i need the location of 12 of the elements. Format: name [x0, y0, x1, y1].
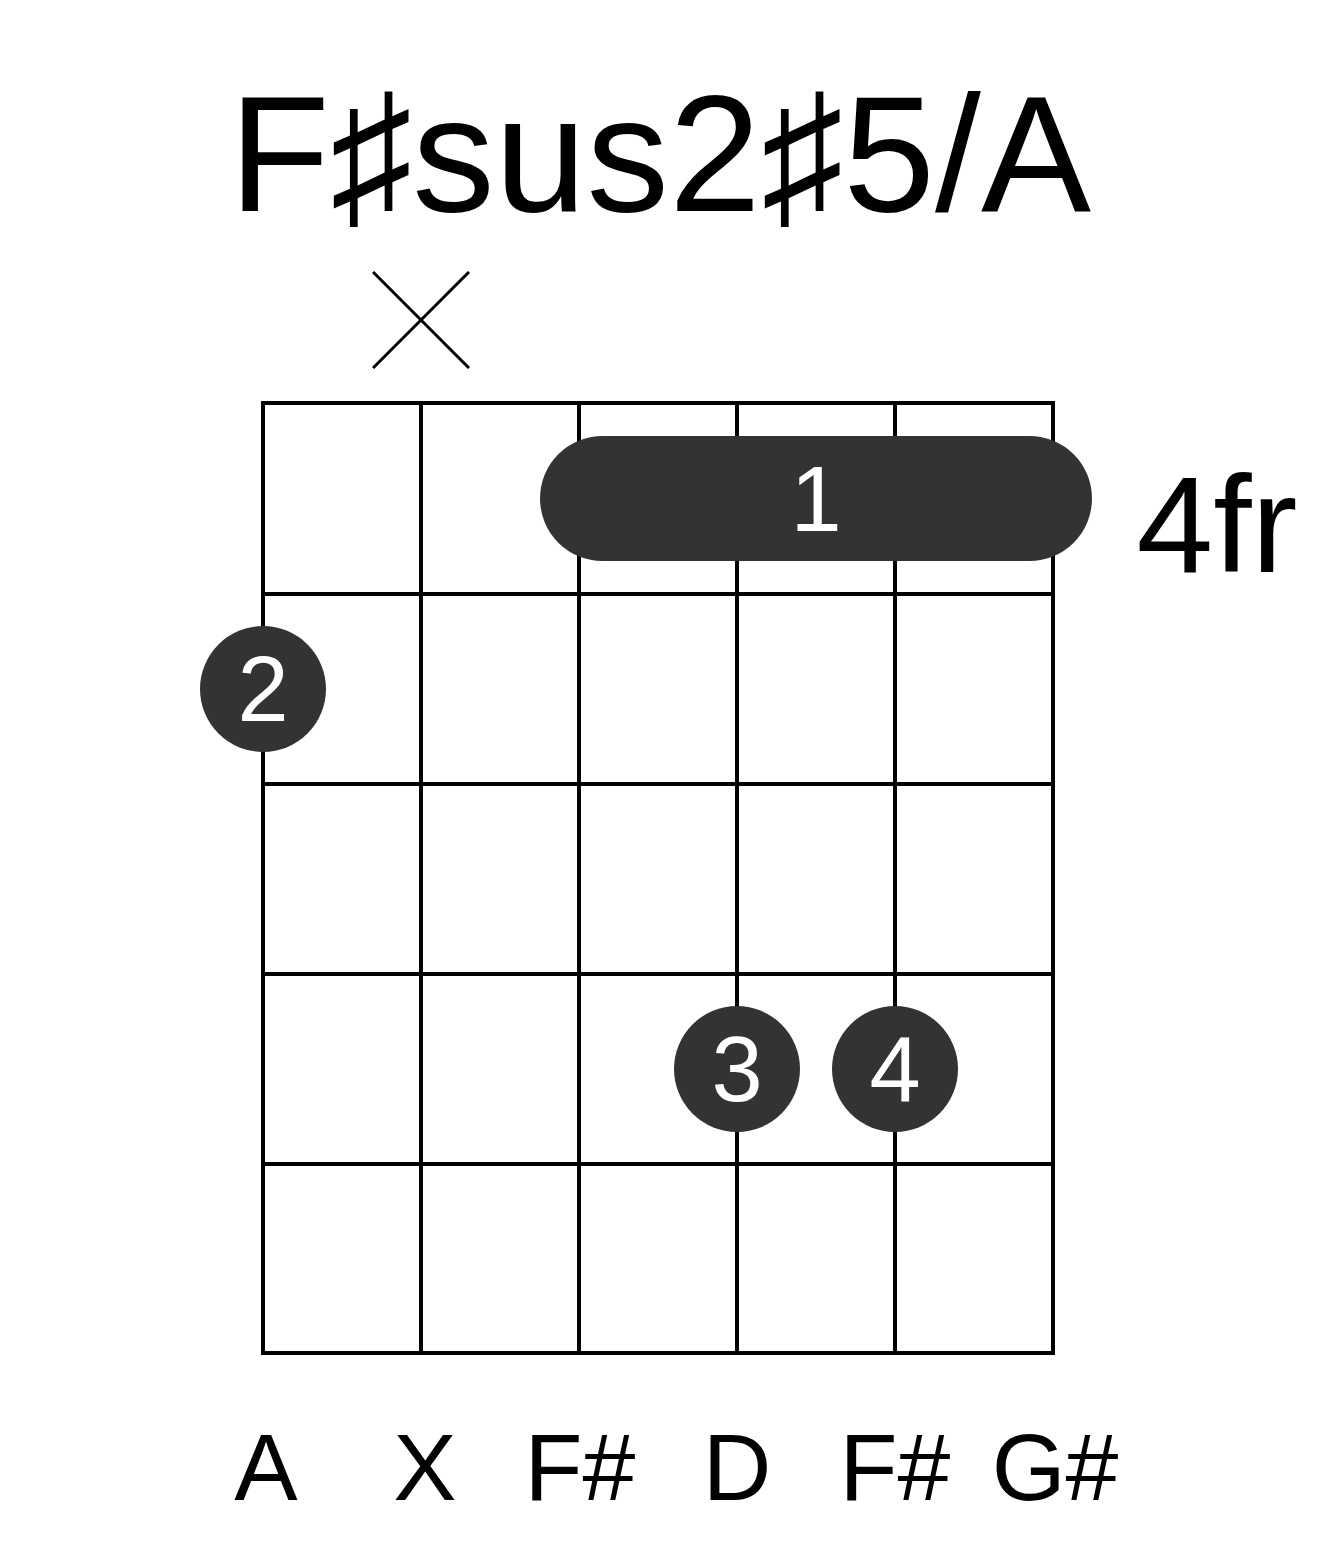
finger-dot: 2 — [200, 626, 326, 752]
barre-bar: 1 — [540, 436, 1092, 561]
string-note: A — [234, 1420, 298, 1515]
finger-dot: 3 — [674, 1006, 800, 1132]
string-note: F# — [839, 1420, 951, 1515]
chord-title: F♯sus2♯5/A — [229, 72, 1091, 237]
string-note: D — [702, 1420, 772, 1515]
string-note: F# — [524, 1420, 636, 1515]
finger-dot: 4 — [832, 1006, 958, 1132]
fret-number: 4fr — [1136, 455, 1298, 593]
string-note: X — [393, 1420, 457, 1515]
string-note: G# — [991, 1420, 1119, 1515]
